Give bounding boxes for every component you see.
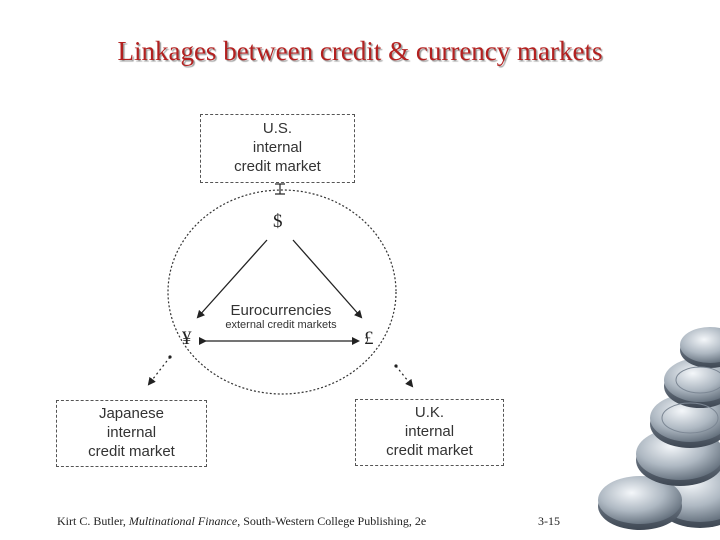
us-box-line1: U.S. [262, 120, 293, 137]
coins-stack-icon [598, 327, 720, 530]
footer-publisher: , South-Western College Publishing, 2e [237, 514, 427, 528]
us-box-line3: credit market [234, 158, 321, 175]
dollar-yen-arrow [196, 239, 268, 319]
uk-box-line1: U.K. [414, 404, 445, 421]
page-number: 3-15 [538, 514, 560, 528]
dollar-symbol: $ [273, 211, 283, 232]
eurocurrencies-label-group: Eurocurrencies external credit markets [200, 302, 362, 332]
currency-market-circle [167, 189, 397, 395]
dollar-pound-arrow [292, 239, 363, 319]
uk-credit-market-box: U.K. internal credit market [355, 399, 504, 466]
japan-link-line [147, 355, 172, 386]
eurocurrencies-label: Eurocurrencies [230, 302, 332, 319]
footer-citation: Kirt C. Butler, Multinational Finance, S… [57, 514, 426, 529]
footer-book-title: Multinational Finance [128, 514, 238, 528]
japan-box-line3: credit market [88, 443, 175, 460]
external-credit-markets-label: external credit markets [225, 319, 337, 331]
yen-symbol: ¥ [182, 328, 192, 349]
page-title: Linkages between credit & currency marke… [117, 36, 603, 66]
japan-credit-market-box: Japanese internal credit market [56, 400, 207, 467]
pound-symbol: £ [364, 328, 374, 349]
us-credit-market-box: U.S. internal credit market [200, 114, 355, 183]
uk-box-line3: credit market [386, 442, 473, 459]
us-box-line2: internal [252, 139, 303, 156]
japan-box-line2: internal [106, 424, 157, 441]
footer-author: Kirt C. Butler, [57, 514, 126, 528]
uk-box-line2: internal [404, 423, 455, 440]
japan-box-line1: Japanese [98, 405, 165, 422]
uk-link-line [394, 364, 414, 388]
